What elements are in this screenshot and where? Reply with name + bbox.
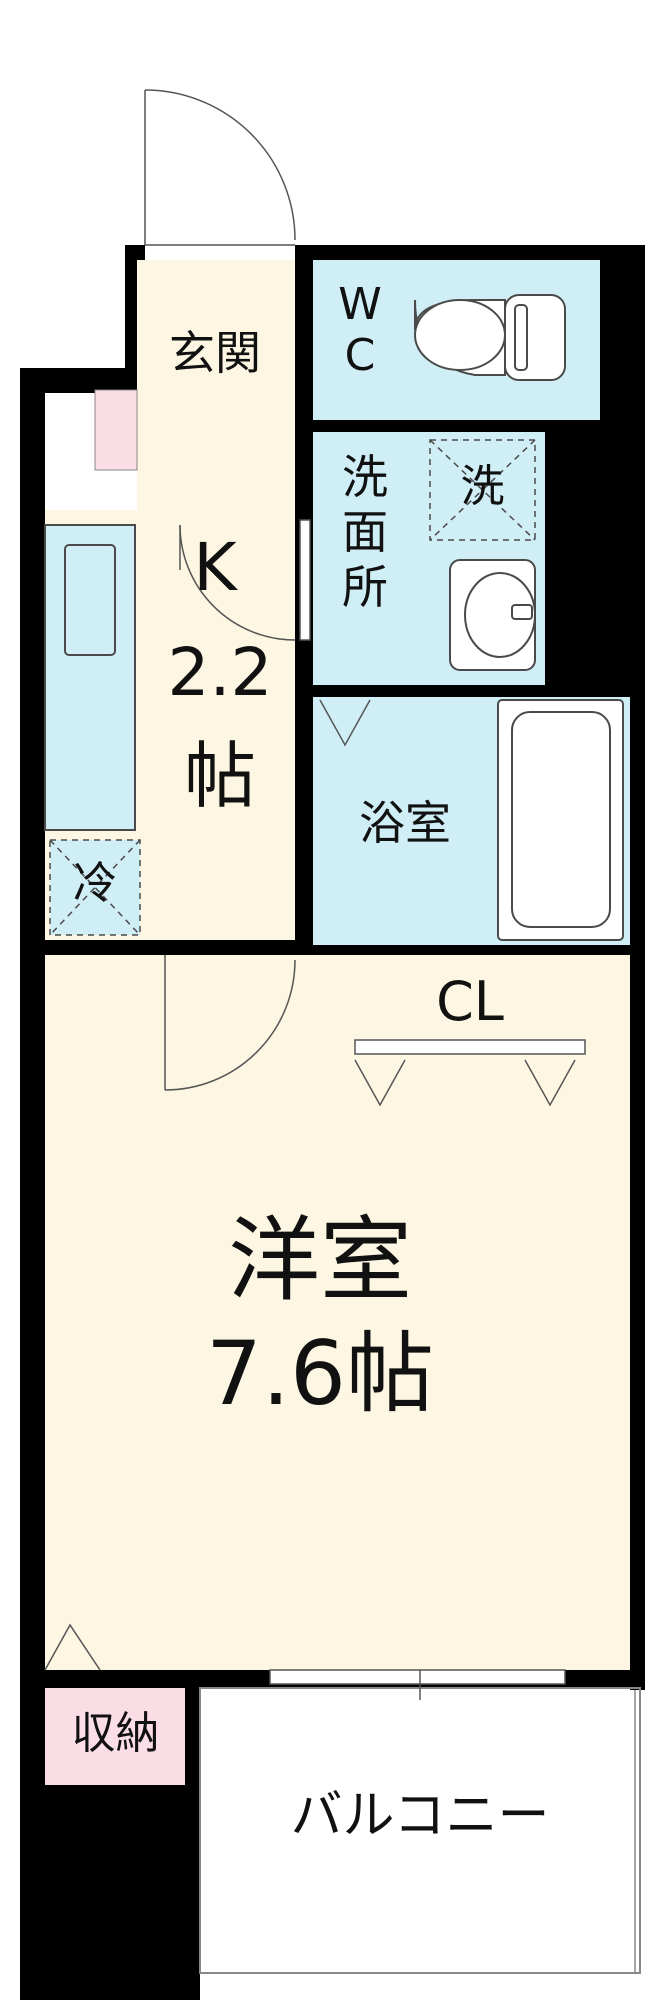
kitchen-west-wall	[20, 510, 45, 940]
core-wall-right-block	[600, 245, 645, 705]
wash-bottom-wall	[313, 685, 633, 697]
core-wall-right-lower	[630, 690, 645, 1055]
western-size-label: 7.6帖	[206, 1322, 434, 1425]
closet-door-marks	[44, 699, 576, 1671]
kitchen-k-label: K	[193, 529, 237, 606]
toilet-icon	[414, 294, 566, 381]
fridge-label: 冷	[73, 858, 117, 909]
western-room-label: 洋室	[227, 1207, 412, 1314]
wash-right-wall	[545, 420, 605, 700]
balcony-floor	[200, 1688, 630, 2000]
bathtub-icon	[497, 699, 624, 941]
room-right-wall	[630, 1040, 645, 1690]
washbasin-icon	[449, 559, 536, 671]
kitchen-unit-label: 帖	[183, 734, 256, 818]
core-wall-vertical	[295, 245, 313, 1065]
kitchen-size-label: 2.2	[167, 634, 273, 711]
wc-bottom-wall	[313, 420, 558, 432]
washer-space-icon	[429, 439, 536, 541]
core-wall-top	[295, 245, 645, 260]
storage-label: 収納	[71, 1708, 160, 1759]
fridge-space-icon	[49, 839, 141, 936]
kitchen-sink-icon	[44, 524, 136, 831]
closet-label: CL	[436, 970, 504, 1033]
storage-floor	[45, 1688, 185, 1785]
bottom-left-block	[20, 1785, 200, 2000]
kitchen-bottom-wall	[20, 940, 315, 955]
balcony-label: バルコニー	[290, 1786, 550, 1846]
entrance-wall-top	[125, 245, 145, 260]
entrance-wall-left	[125, 245, 137, 393]
entrance-floor	[137, 260, 295, 445]
door-swing-icon	[144, 89, 311, 1091]
wc-label: W C	[338, 279, 382, 381]
entrance-pink-strip	[94, 389, 138, 471]
bath-label: 浴室	[359, 796, 451, 850]
kitchen-floor	[137, 445, 295, 940]
outer-wall-top-left	[20, 368, 130, 393]
entrance-label: 玄関	[169, 326, 261, 380]
window-sash	[269, 1039, 586, 1700]
washroom-label: 洗 面 所	[342, 450, 388, 615]
washer-label: 洗	[460, 461, 505, 512]
